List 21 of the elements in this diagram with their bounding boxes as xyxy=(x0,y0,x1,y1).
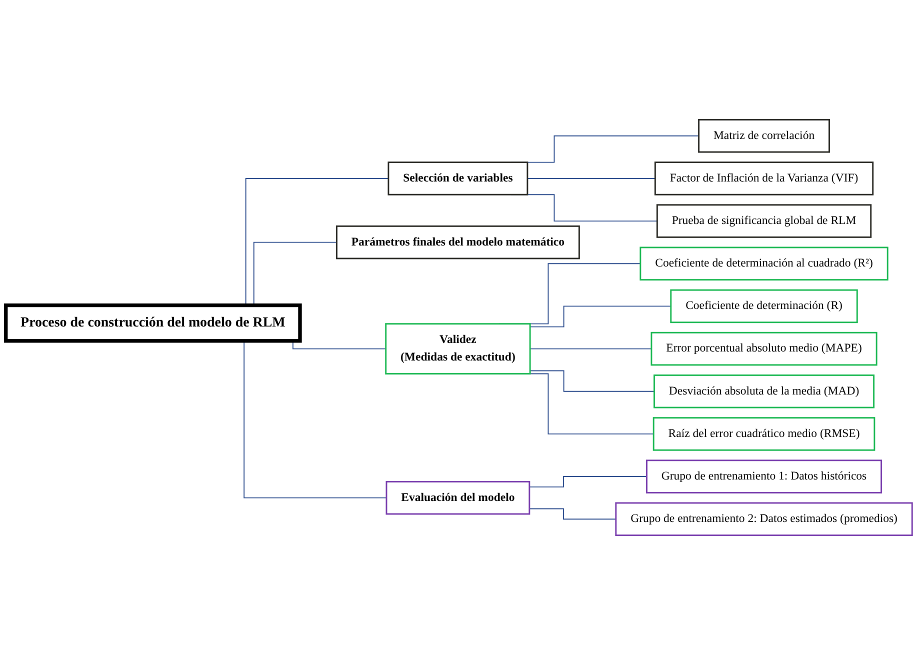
node-box: Coeficiente de determinación al cuadrado (R²) xyxy=(640,246,888,281)
connector xyxy=(530,348,652,350)
connector xyxy=(526,178,656,179)
connector xyxy=(530,306,672,328)
node-box: Parámetros finales del modelo matemático xyxy=(336,225,580,260)
node-box: Selección de variables xyxy=(388,162,528,196)
node-box: Grupo de entrenamiento 2: Datos estimados (promedios) xyxy=(615,502,913,536)
node-box: Desviación absoluta de la media (MAD) xyxy=(654,374,875,408)
node-box: Coeficiente de determinación (R) xyxy=(670,289,858,324)
connector xyxy=(528,476,648,488)
connector xyxy=(528,508,616,520)
node-box: Error porcentual absoluto medio (MAPE) xyxy=(650,332,878,366)
node-box: Proceso de construcción del modelo de RLM xyxy=(4,303,302,343)
node-box: Prueba de significancia global de RLM xyxy=(656,204,872,238)
node-box: Matriz de correlación xyxy=(698,119,830,153)
connector xyxy=(530,370,655,392)
node-box: Evaluación del modelo xyxy=(386,480,530,515)
node-box: Validez (Medidas de exactitud) xyxy=(385,323,531,374)
node-box: Grupo de entrenamiento 1: Datos históricos xyxy=(646,460,882,494)
node-box: Raíz del error cuadrático medio (RMSE) xyxy=(652,417,876,451)
node-box: Factor de Inflación de la Varianza (VIF) xyxy=(654,162,874,196)
